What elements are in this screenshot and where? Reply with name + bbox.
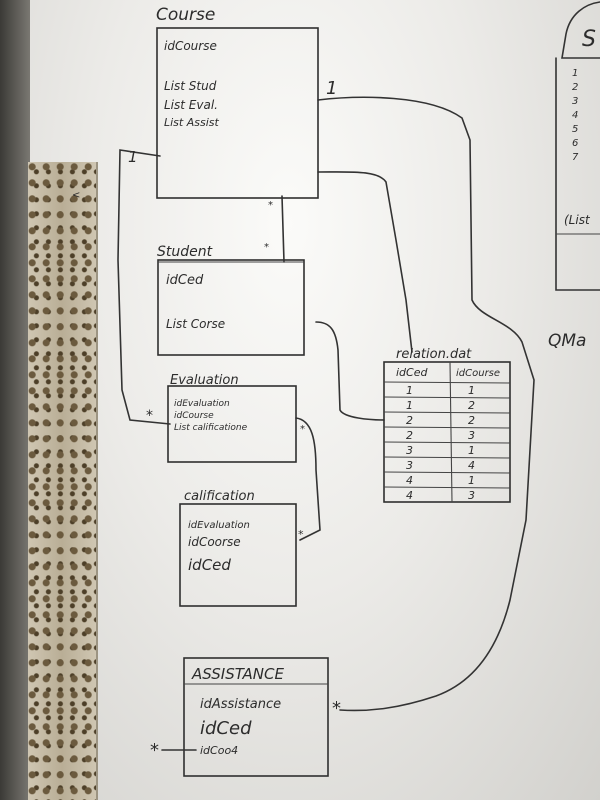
relation-cell-idced: 3 <box>406 459 413 472</box>
calification-entity: calification idEvaluation idCoorse idCed <box>179 489 297 607</box>
assistance-entity: ASSISTANCE idAssistance idCed idCoo4 <box>161 657 329 777</box>
student-field-list-corse: List Corse <box>166 317 225 331</box>
wallpaper-strip <box>28 162 98 800</box>
relation-table: relation.dat 1 1 1 2 2 2 2 3 3 1 3 4 4 1 4 3 idCed idCo… <box>383 347 511 503</box>
relation-cell-idcourse: 1 <box>468 474 475 487</box>
side-note: QMa <box>548 331 586 351</box>
relation-row-divider <box>383 396 511 399</box>
partial-number: 6 <box>572 138 578 149</box>
mult-course-left: 1 <box>128 148 138 166</box>
relation-row-divider <box>383 381 511 384</box>
relation-header-idced: idCed <box>396 366 428 379</box>
relation-cell-idced: 2 <box>406 429 413 442</box>
relation-cell-idced: 4 <box>406 489 413 502</box>
calification-field-idevaluation: idEvaluation <box>188 520 250 531</box>
mult-evaluation-right: * <box>300 424 305 435</box>
course-field-list-stud: List Stud <box>164 79 217 93</box>
partial-number: 2 <box>572 82 578 93</box>
evaluation-field-list-calificatione: List calificatione <box>174 423 248 433</box>
mult-course-right-b: * <box>264 242 269 253</box>
relation-cell-idcourse: 3 <box>468 429 475 442</box>
relation-row-divider <box>383 441 511 444</box>
relation-cell-idcourse: 2 <box>468 399 475 412</box>
student-title: Student <box>157 244 213 260</box>
evaluation-field-idcourse: idCourse <box>174 411 214 421</box>
relation-table-box <box>383 361 511 503</box>
partial-number: 1 <box>572 68 578 79</box>
evaluation-entity: Evaluation idEvaluation idCourse List ca… <box>167 373 297 463</box>
edge-mark: < <box>72 190 80 201</box>
relation-cell-idced: 1 <box>406 384 413 397</box>
relation-cell-idcourse: 1 <box>468 384 475 397</box>
calification-box <box>179 503 297 607</box>
relation-row-divider <box>383 486 511 489</box>
relation-cell-idcourse: 4 <box>468 459 475 472</box>
relation-row-divider <box>383 456 511 459</box>
assistance-title: ASSISTANCE <box>191 665 284 683</box>
partial-number: 7 <box>572 152 579 163</box>
relation-cell-idcourse: 2 <box>468 414 475 427</box>
course-field-idcourse: idCourse <box>164 39 217 53</box>
student-field-idced: idCed <box>166 273 204 288</box>
assistance-field-idcoo4: idCoo4 <box>200 744 238 757</box>
assistance-box <box>183 657 329 777</box>
connector-course-evaluation <box>117 149 171 425</box>
mult-assistance-right: * <box>332 698 341 719</box>
relation-cell-idcourse: 3 <box>468 489 475 502</box>
mult-evaluation-left: * <box>146 408 153 424</box>
mult-course-right-a: * <box>268 200 273 211</box>
evaluation-box <box>167 385 297 463</box>
course-field-list-assist: List Assist <box>164 116 219 129</box>
partial-list: (List <box>564 213 591 227</box>
relation-row-divider <box>383 426 511 429</box>
relation-row-divider <box>383 471 511 474</box>
student-entity: Student idCed List Corse <box>157 244 305 356</box>
evaluation-title: Evaluation <box>170 373 239 388</box>
partial-number: 3 <box>572 96 578 107</box>
relation-cell-idcourse: 1 <box>468 444 475 457</box>
relation-cell-idced: 1 <box>406 399 413 412</box>
connector-course-student <box>281 195 285 263</box>
partial-right-entity: S 1 2 3 4 5 6 7 (List <box>555 1 600 291</box>
partial-number: 5 <box>572 124 578 135</box>
course-title: Course <box>156 5 215 25</box>
student-box <box>157 259 305 356</box>
wall-shadow <box>0 0 30 800</box>
assistance-field-idced: idCed <box>200 718 252 739</box>
calification-field-idcoorse: idCoorse <box>188 535 241 549</box>
relation-cell-idced: 3 <box>406 444 413 457</box>
course-entity: Course idCourse List Stud List Eval. Lis… <box>156 5 319 199</box>
relation-cell-idced: 4 <box>406 474 413 487</box>
partial-title: S <box>582 27 596 52</box>
connector-course-assistance <box>317 96 535 712</box>
relation-title: relation.dat <box>396 347 472 362</box>
connector-course-relation <box>317 171 413 353</box>
relation-header-idcourse: idCourse <box>456 368 500 379</box>
connector-student-relation <box>315 321 385 421</box>
relation-row-divider <box>383 411 511 414</box>
assistance-field-idassistance: idAssistance <box>200 697 281 712</box>
connector-evaluation-calification <box>295 417 321 541</box>
mult-calification-right: * <box>298 528 304 541</box>
course-box <box>156 27 319 199</box>
mult-course-top: 1 <box>326 78 337 99</box>
evaluation-field-idevaluation: idEvaluation <box>174 399 230 409</box>
relation-cell-idced: 2 <box>406 414 413 427</box>
mult-assistance-left: * <box>150 740 159 761</box>
calification-field-idced: idCed <box>188 556 231 574</box>
partial-number: 4 <box>572 110 578 121</box>
calification-title: calification <box>184 489 255 504</box>
course-field-list-eval: List Eval. <box>164 98 218 112</box>
